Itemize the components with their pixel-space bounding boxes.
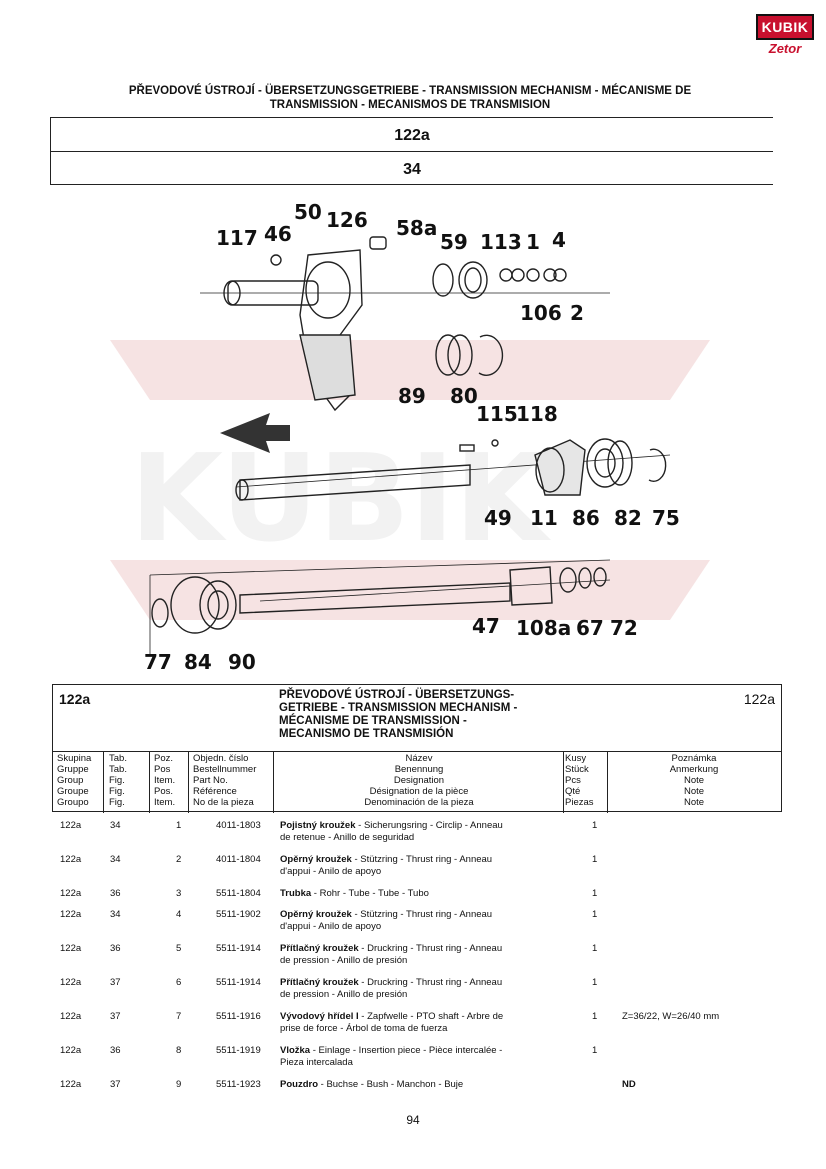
table-title-line: PŘEVODOVÉ ÚSTROJÍ - ÜBERSETZUNGS- xyxy=(279,689,515,701)
kubik-zetor-logo: KUBIK Zetor xyxy=(756,14,814,60)
logo-kubik-text: KUBIK xyxy=(756,14,814,40)
label-11: 11 xyxy=(530,506,558,530)
table-row: 122a 34 2 4011-1804 Opěrný kroužek - Stü… xyxy=(60,854,598,877)
label-86: 86 xyxy=(572,506,600,530)
label-49: 49 xyxy=(484,506,512,530)
label-84: 84 xyxy=(184,650,212,674)
table-row: 122a 34 4 5511-1902 Opěrný kroužek - Stü… xyxy=(60,909,598,932)
group-number-box: 122a xyxy=(50,117,773,151)
label-108a: 108a xyxy=(516,616,571,640)
table-row: 122a 36 3 5511-1804 Trubka - Rohr - Tube… xyxy=(60,888,598,899)
label-89: 89 xyxy=(398,384,426,408)
label-47: 47 xyxy=(472,614,500,638)
label-67: 67 xyxy=(576,616,604,640)
label-80: 80 xyxy=(450,384,478,408)
table-title-line: MECANISMO DE TRANSMISIÓN xyxy=(279,728,454,740)
col-table: Tab.Tab.Fig.Fig.Fig. xyxy=(109,752,150,813)
page-title: PŘEVODOVÉ ÚSTROJÍ - ÜBERSETZUNGSGETRIEBE… xyxy=(90,84,730,112)
table-group-right: 122a xyxy=(743,691,775,707)
label-90: 90 xyxy=(228,650,256,674)
table-row: 122a 36 8 5511-1919 Vložka - Einlage - I… xyxy=(60,1045,598,1068)
svg-text:KUBIK: KUBIK xyxy=(130,430,551,569)
label-82: 82 xyxy=(614,506,642,530)
table-row: 122a 37 9 5511-1923 Pouzdro - Buchse - B… xyxy=(60,1079,636,1090)
label-58a: 58a xyxy=(396,216,437,240)
table-group-left: 122a xyxy=(59,691,91,707)
table-row: 122a 34 1 4011-1803 Pojistný kroužek - S… xyxy=(60,820,598,843)
label-115: 115 xyxy=(476,402,518,426)
label-50: 50 xyxy=(294,200,322,224)
label-2: 2 xyxy=(570,301,584,325)
table-row: 122a 37 6 5511-1914 Přítlačný kroužek - … xyxy=(60,977,598,1000)
label-117: 117 xyxy=(216,226,258,250)
label-106: 106 xyxy=(520,301,562,325)
table-title: PŘEVODOVÉ ÚSTROJÍ - ÜBERSETZUNGS- GETRIE… xyxy=(279,689,579,741)
label-118: 118 xyxy=(516,402,558,426)
page-title-line2: TRANSMISSION - MECANISMOS DE TRANSMISION xyxy=(269,99,551,111)
table-number-box: 34 xyxy=(50,151,773,185)
label-77: 77 xyxy=(144,650,172,674)
label-72: 72 xyxy=(610,616,638,640)
parts-list: 122a 34 1 4011-1803 Pojistný kroužek - S… xyxy=(52,820,780,1099)
page-title-line1: PŘEVODOVÉ ÚSTROJÍ - ÜBERSETZUNGSGETRIEBE… xyxy=(128,85,692,97)
label-4: 4 xyxy=(552,228,566,252)
page-number: 94 xyxy=(406,1113,420,1127)
parts-table-header: 122a 122a PŘEVODOVÉ ÚSTROJÍ - ÜBERSETZUN… xyxy=(52,684,782,813)
table-row: 122a 37 7 5511-1916 Vývodový hřídel I - … xyxy=(60,1011,720,1034)
label-126: 126 xyxy=(326,208,368,232)
table-title-line: MÉCANISME DE TRANSMISSION - xyxy=(279,715,467,727)
label-46: 46 xyxy=(264,222,292,246)
label-75: 75 xyxy=(652,506,680,530)
table-row: 122a 36 5 5511-1914 Přítlačný kroužek - … xyxy=(60,943,598,966)
exploded-parts-diagram: 117 46 50 126 58a 59 113 1 4 106 2 89 80… xyxy=(144,200,680,674)
logo-zetor-text: Zetor xyxy=(768,41,802,56)
label-1: 1 xyxy=(526,230,540,254)
label-59: 59 xyxy=(440,230,468,254)
table-title-line: GETRIEBE - TRANSMISSION MECHANISM - xyxy=(279,702,518,714)
label-113: 113 xyxy=(480,230,522,254)
